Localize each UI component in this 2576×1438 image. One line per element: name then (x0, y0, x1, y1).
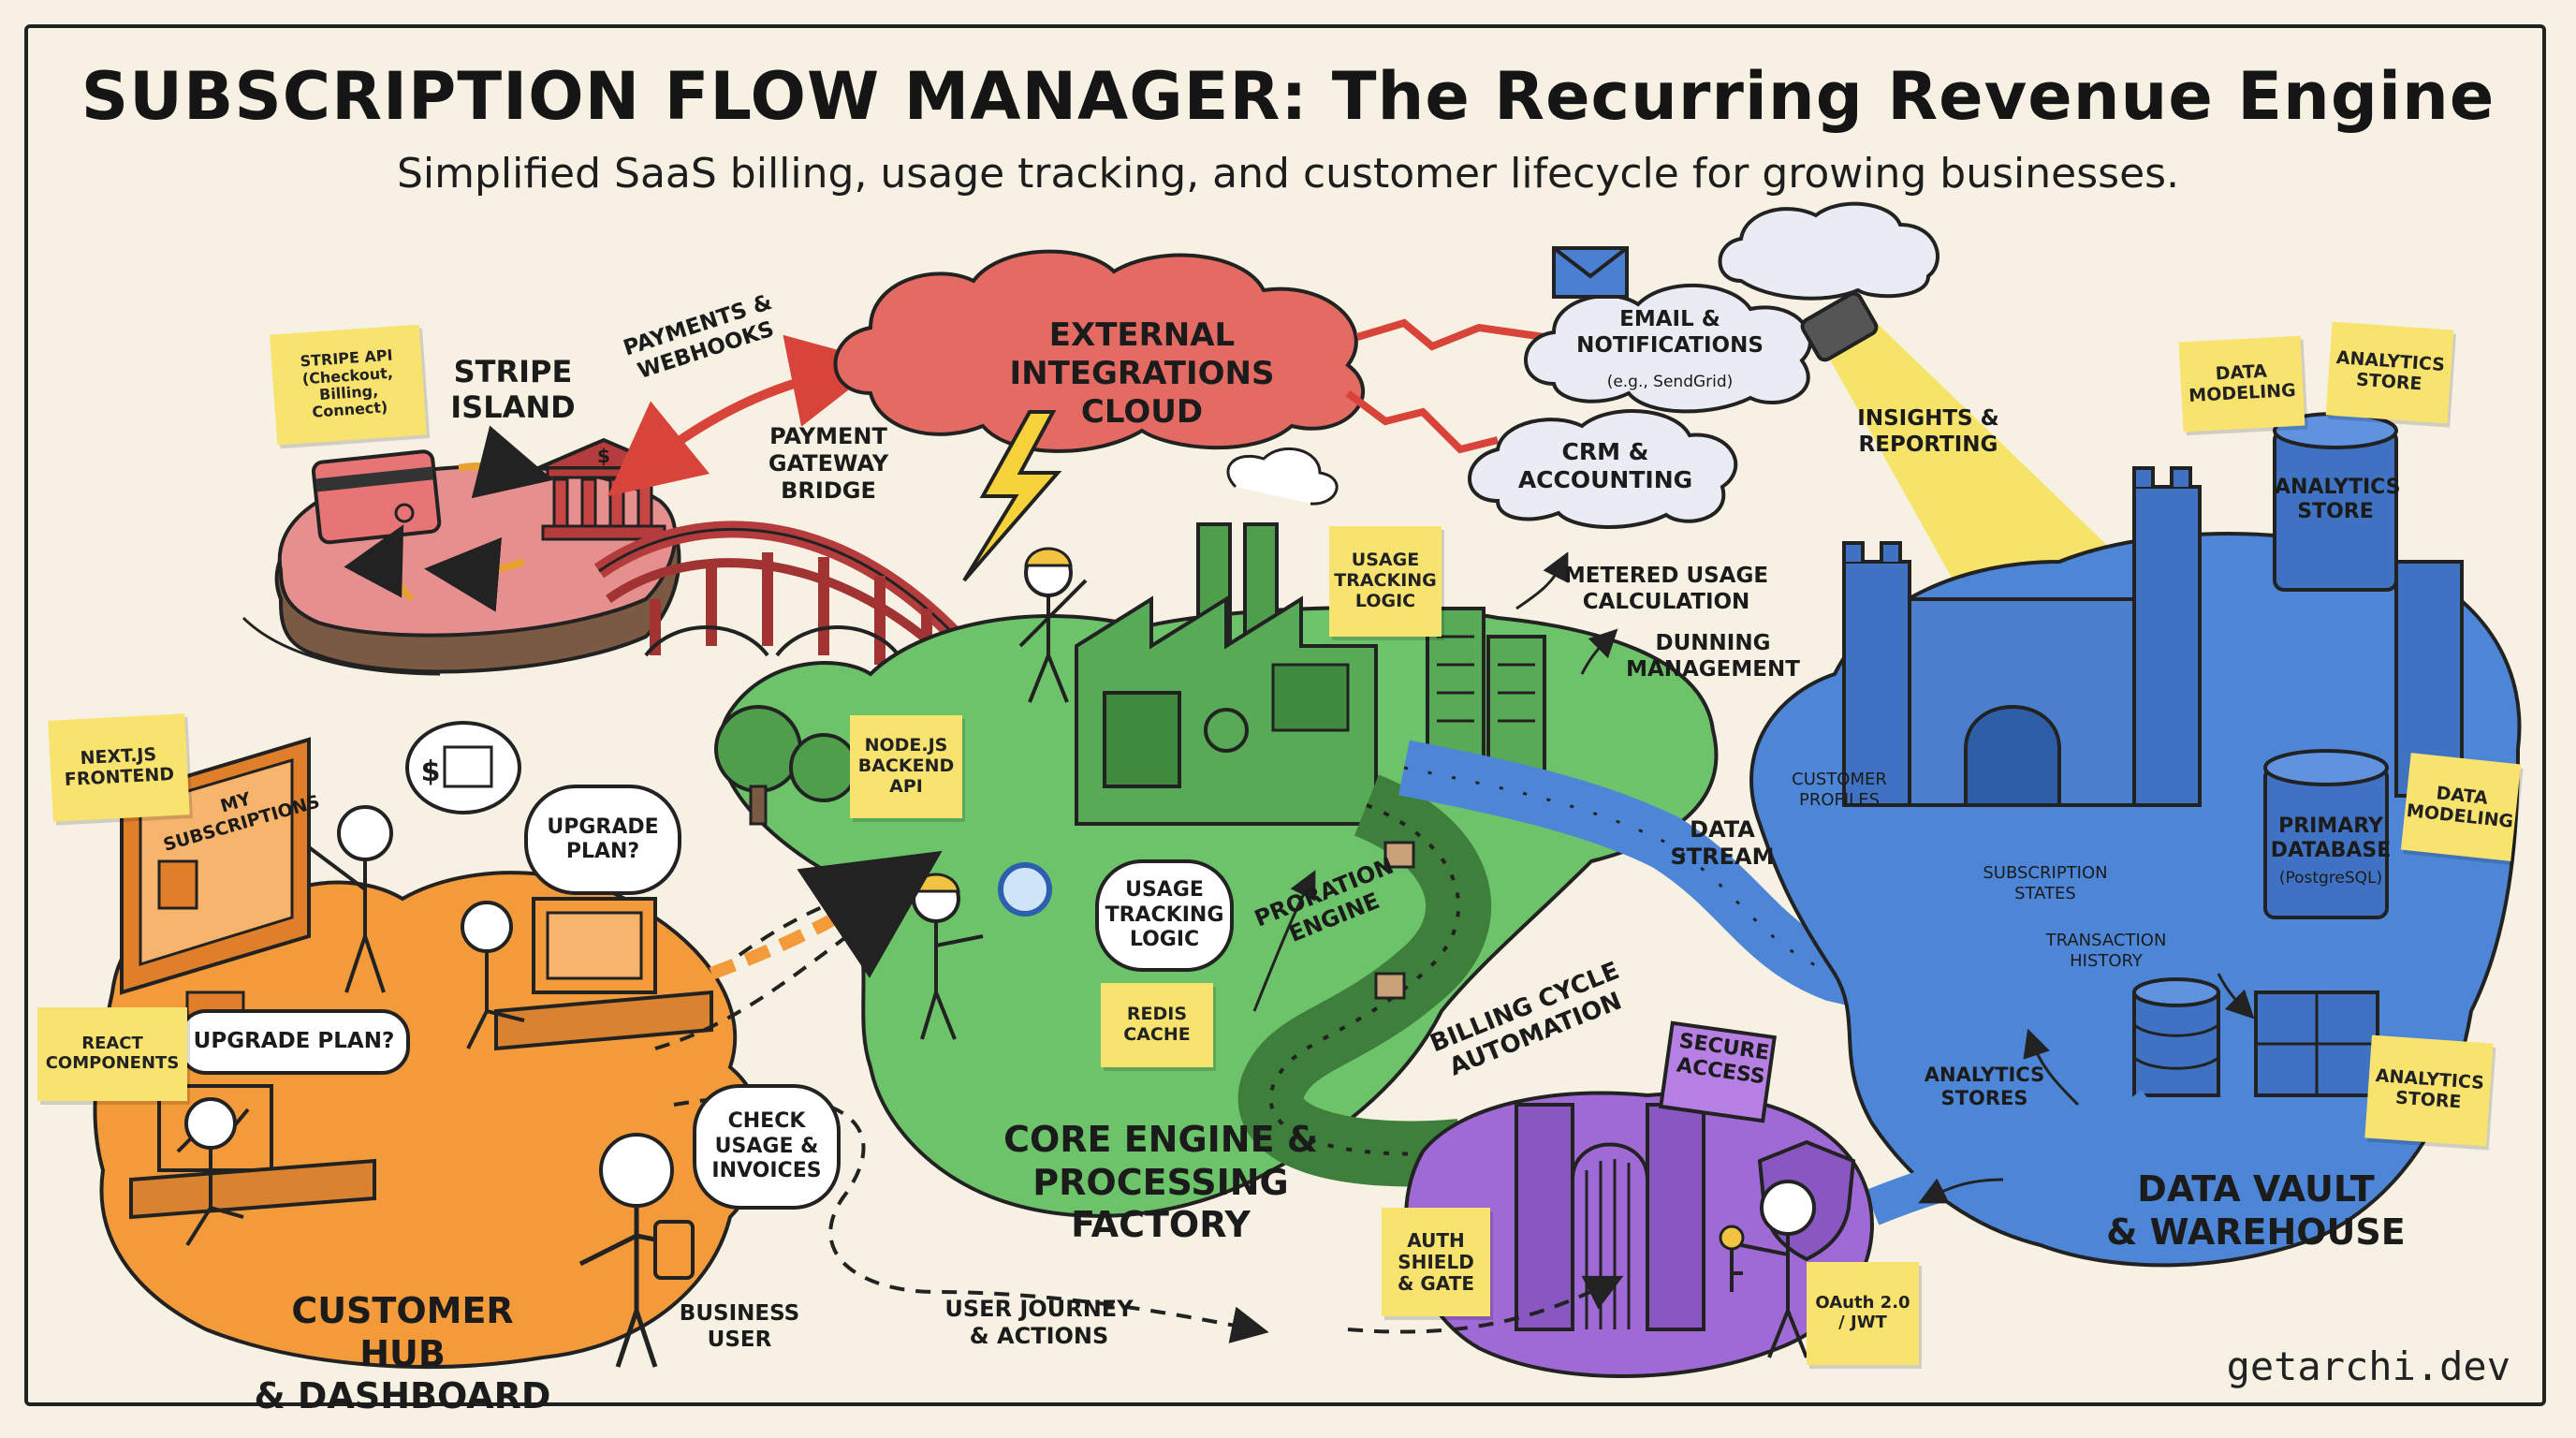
engineer-figure (1018, 547, 1088, 703)
sky-cloud (1718, 201, 1939, 301)
customer-profiles-label: CUSTOMER PROFILES (1792, 770, 1887, 810)
sticky-data-modeling-right: DATA MODELING (2400, 753, 2522, 861)
external-integrations-cloud (833, 249, 1366, 453)
secure-gate (1515, 1020, 1777, 1331)
key-icon (1719, 1225, 1745, 1251)
user-journey-label: USER JOURNEY & ACTIONS (944, 1296, 1134, 1349)
sticky-auth-shield: AUTH SHIELD & GATE (1382, 1208, 1490, 1316)
sticky-usage-tracking: USAGE TRACKING LOGIC (1329, 526, 1442, 637)
envelope-icon (1552, 246, 1629, 299)
svg-text:$: $ (597, 445, 610, 467)
thought-bubble-upgrade: UPGRADE PLAN? (524, 785, 681, 895)
speech-bubble-upgrade: UPGRADE PLAN? (178, 1009, 410, 1075)
lightning-icon (962, 410, 1062, 582)
key-figure (1719, 1180, 1816, 1358)
insights-reporting-label: INSIGHTS & REPORTING (1857, 406, 1999, 457)
sticky-analytics-store-bottom: ANALYTICS STORE (2364, 1034, 2494, 1147)
page-title: SUBSCRIPTION FLOW MANAGER: The Recurring… (80, 58, 2496, 135)
stripe-island-label: STRIPE ISLAND (450, 354, 576, 426)
email-cloud-note: (e.g., SendGrid) (1606, 373, 1734, 391)
sticky-analytics-store-top: ANALYTICS STORE (2325, 321, 2454, 424)
sticky-react-components: REACT COMPONENTS (37, 1007, 187, 1101)
credit-card-icon (311, 449, 442, 545)
primary-database-label: PRIMARY DATABASE (2270, 814, 2392, 863)
analytics-store-tank-label: ANALYTICS STORE (2275, 476, 2401, 524)
external-cloud-label: EXTERNAL INTEGRATIONS CLOUD (1009, 316, 1275, 431)
user-figures (184, 805, 695, 1368)
sticky-oauth-jwt: OAuth 2.0 / JWT (1807, 1262, 1919, 1365)
analytics-stores-label: ANALYTICS STORES (1924, 1064, 2045, 1110)
email-cloud-label: EMAIL & NOTIFICATIONS (1576, 307, 1764, 358)
gear-icon (1204, 708, 1249, 753)
transaction-history-label: TRANSACTION HISTORY (2045, 931, 2167, 971)
speech-bubble-check-usage: CHECK USAGE & INVOICES (693, 1084, 841, 1210)
payment-gateway-bridge-label: PAYMENT GATEWAY BRIDGE (768, 423, 889, 504)
data-stream-label: DATA STREAM (1670, 816, 1775, 870)
core-engine-label: CORE ENGINE & PROCESSING FACTORY (1003, 1119, 1318, 1246)
primary-database-note: (PostgreSQL) (2278, 869, 2383, 888)
dunning-label: DUNNING MANAGEMENT (1626, 631, 1800, 682)
brand-watermark[interactable]: getarchi.dev (2226, 1343, 2510, 1389)
crm-accounting-cloud (1468, 409, 1738, 529)
desk-computer (129, 897, 713, 1220)
business-user-label: BUSINESS USER (679, 1301, 800, 1352)
subscription-states-label: SUBSCRIPTION STATES (1983, 863, 2108, 903)
factory-icon (1075, 447, 1378, 826)
svg-text:$: $ (421, 756, 441, 788)
sticky-nodejs-backend: NODE.JS BACKEND API (850, 715, 962, 818)
database-stack-icon (2132, 977, 2379, 1097)
page-subtitle: Simplified SaaS billing, usage tracking,… (396, 150, 2180, 198)
email-notifications-cloud (1524, 283, 1812, 414)
sticky-redis-cache: REDIS CACHE (1101, 983, 1213, 1067)
sticky-stripe-api: STRIPE API (Checkout, Billing, Connect) (270, 324, 427, 446)
customer-hub-label: CUSTOMER HUB & DASHBOARD (254, 1290, 551, 1417)
sticky-data-modeling-top: DATA MODELING (2178, 335, 2305, 433)
payment-gateway-bridge (593, 521, 980, 678)
crm-cloud-label: CRM & ACCOUNTING (1517, 438, 1693, 493)
diagram-frame (24, 24, 2546, 1406)
speech-bubble-usage-tracking: USAGE TRACKING LOGIC (1095, 859, 1234, 972)
magnifier-icon (998, 862, 1052, 917)
calendar-dollar-icon: $ (405, 721, 521, 814)
data-vault-label: DATA VAULT & WAREHOUSE (2106, 1168, 2406, 1253)
billing-conveyor (1237, 774, 1492, 1187)
metered-usage-label: METERED USAGE CALCULATION (1563, 564, 1769, 614)
sticky-nextjs-frontend: NEXT.JS FRONTEND (48, 713, 190, 822)
